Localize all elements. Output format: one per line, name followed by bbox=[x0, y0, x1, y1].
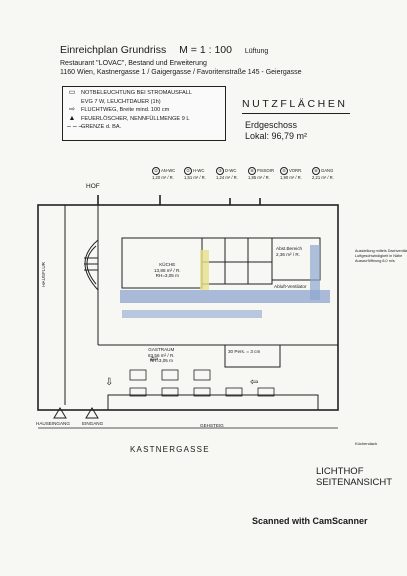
floor-label: Erdgeschoss bbox=[245, 120, 298, 130]
boundary-dash-icon: – – – bbox=[67, 123, 83, 131]
emergency-light-icon: ▭ bbox=[68, 89, 76, 96]
ausstellung-note: Ausstellung mittels Dachventilator, Luft… bbox=[355, 249, 407, 263]
legend-item: ▲FEUERLÖSCHER, NENNFÜLLMENGE 9 L bbox=[68, 114, 190, 122]
legend-item: ▭NOTBELEUCHTUNG BEI STROMAUSFALL bbox=[68, 89, 192, 96]
abluft-label: Abluft-Ventilator bbox=[274, 284, 307, 289]
svg-text:⇦: ⇦ bbox=[150, 354, 158, 365]
plan-scale: M = 1 : 100 bbox=[179, 44, 232, 56]
outer-wall bbox=[37, 204, 339, 411]
eingang-label: EINGANG bbox=[82, 421, 104, 426]
courtyard-label: HOF bbox=[86, 183, 100, 190]
hauseingang-label: HAUSEINGANG bbox=[36, 421, 70, 426]
local-area: Lokal: 96,79 m² bbox=[245, 131, 308, 141]
legend-item: – – –GRENZE d. BA. bbox=[67, 123, 122, 131]
kuechendach-label: Küchendach bbox=[355, 441, 378, 446]
duct-yellow bbox=[200, 250, 209, 290]
plan-topic: Lüftung bbox=[244, 48, 269, 55]
area-heading-underline bbox=[242, 113, 350, 114]
hausflur-label: HAUSFLUR bbox=[41, 262, 46, 287]
gehsteig-label: GEHSTEIG bbox=[200, 423, 224, 428]
scanner-watermark: Scanned with CamScanner bbox=[252, 516, 368, 526]
plan-subtitle: Restaurant "LOVAC", Bestand und Erweiter… bbox=[60, 59, 302, 77]
fire-extinguisher-icon: ▲ bbox=[68, 114, 76, 122]
seats-label: 30 Pers. = 3 cm bbox=[228, 349, 261, 354]
legend-item: ⇨FLUCHTWEG, Breite mind. 100 cm bbox=[67, 106, 221, 115]
plan-title-row: Einreichplan Grundriss M = 1 : 100 Lüftu… bbox=[60, 44, 278, 56]
area-summary: Erdgeschoss Lokal: 96,79 m² bbox=[245, 120, 307, 142]
duct-blue bbox=[120, 290, 330, 303]
legend-box: ▭NOTBELEUCHTUNG BEI STROMAUSFALL EVG 7 W… bbox=[62, 86, 226, 141]
restaurant-name: Restaurant "LOVAC", Bestand und Erweiter… bbox=[60, 60, 207, 67]
area-heading: NUTZFLÄCHEN bbox=[242, 98, 348, 110]
svg-text:⇦: ⇦ bbox=[250, 377, 258, 388]
escape-route-arrow-icon: ⇨ bbox=[69, 106, 75, 114]
legend-item: EVG 7 W, LEUCHTDAUER (1h) bbox=[81, 98, 161, 105]
street-label: KASTNERGASSE bbox=[130, 445, 210, 454]
svg-text:⇩: ⇩ bbox=[105, 377, 113, 388]
plan-title: Einreichplan Grundriss bbox=[60, 44, 167, 56]
restaurant-address: 1160 Wien, Kastnergasse 1 / Gaigergasse … bbox=[60, 69, 302, 76]
